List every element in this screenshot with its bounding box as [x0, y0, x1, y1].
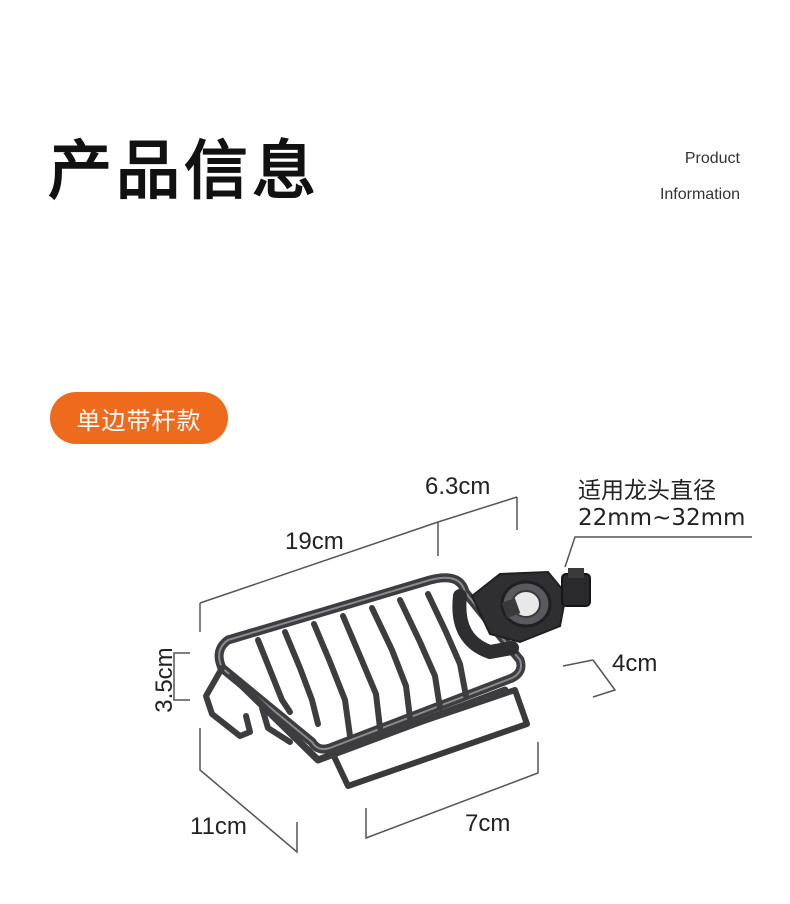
faucet-label-line1: 适用龙头直径 — [578, 478, 716, 504]
dim-line-base — [365, 742, 539, 840]
dim-label-depth-top: 6.3cm — [425, 473, 491, 500]
faucet-clamp — [470, 568, 591, 644]
page-title: 产品信息 — [48, 135, 320, 209]
faucet-pointer-line — [564, 536, 752, 568]
dimension-lines — [173, 496, 752, 854]
dim-line-length — [199, 521, 439, 604]
faucet-diameter-label: 适用龙头直径 22mm~32mm — [578, 478, 745, 532]
dim-line-height — [173, 652, 190, 701]
rack-ring-back — [452, 589, 519, 659]
rack-frame-highlight — [218, 576, 522, 751]
dim-label-height: 3.5cm — [151, 647, 178, 713]
rack-hook-brace — [259, 705, 293, 745]
rack-left-hook — [203, 665, 253, 739]
soap-rack — [203, 573, 530, 789]
dim-line-width — [199, 728, 298, 854]
faucet-label-line2: 22mm~32mm — [578, 505, 746, 531]
dim-line-depth-top — [437, 496, 518, 523]
dim-label-base: 7cm — [465, 810, 511, 837]
subtitle-product: Product — [684, 150, 740, 167]
dim-line-clamp — [562, 659, 617, 698]
rack-lower-frame — [228, 672, 509, 764]
subtitle-information: Information — [659, 186, 740, 203]
dim-label-width: 11cm — [190, 813, 247, 840]
dim-label-length: 19cm — [285, 528, 344, 555]
variant-badge: 单边带杆款 — [50, 392, 228, 444]
dim-label-clamp: 4cm — [612, 650, 658, 677]
rack-slats — [255, 591, 469, 739]
